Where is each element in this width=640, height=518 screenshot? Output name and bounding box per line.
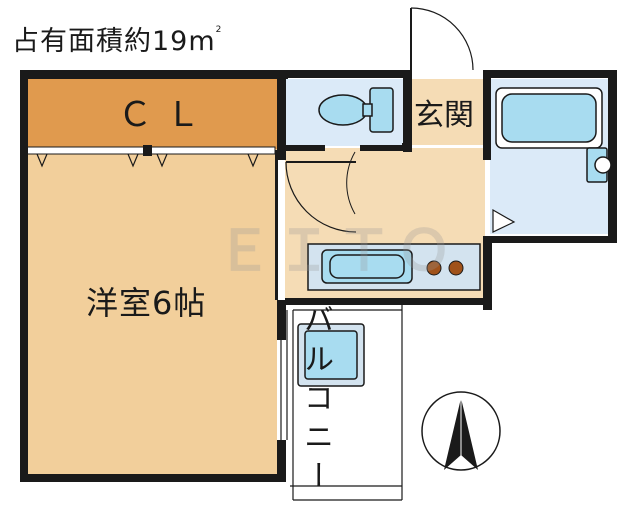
closet-area bbox=[27, 79, 277, 149]
area-unit-superscript: 2 bbox=[215, 25, 223, 35]
closet-label: ＣＬ bbox=[118, 95, 214, 135]
interior-door bbox=[285, 151, 357, 233]
western-room-area bbox=[27, 149, 277, 474]
north-arrow-icon bbox=[421, 391, 501, 471]
balcony-label: バルコニー bbox=[298, 304, 333, 499]
bath-door-mark bbox=[492, 208, 516, 233]
kitchen-sink-icon bbox=[321, 249, 413, 284]
bathtub-icon bbox=[495, 87, 603, 149]
entrance-door bbox=[410, 7, 474, 71]
toilet-icon bbox=[318, 87, 394, 133]
walls bbox=[20, 70, 617, 482]
wash-basin-icon bbox=[586, 147, 612, 183]
area-title-text: 占有面積約19m bbox=[12, 26, 216, 57]
washer-pan-icon bbox=[297, 323, 365, 387]
western-room-label: 洋室6帖 bbox=[86, 284, 207, 322]
entrance-label: 玄関 bbox=[414, 98, 474, 133]
area-title: 占有面積約19m2 bbox=[12, 25, 223, 57]
stove-burner-icon bbox=[426, 260, 464, 276]
watermark-text: ＥＩＴＯ bbox=[216, 219, 456, 284]
balcony-rails bbox=[275, 162, 403, 501]
entrance-area bbox=[411, 79, 483, 145]
